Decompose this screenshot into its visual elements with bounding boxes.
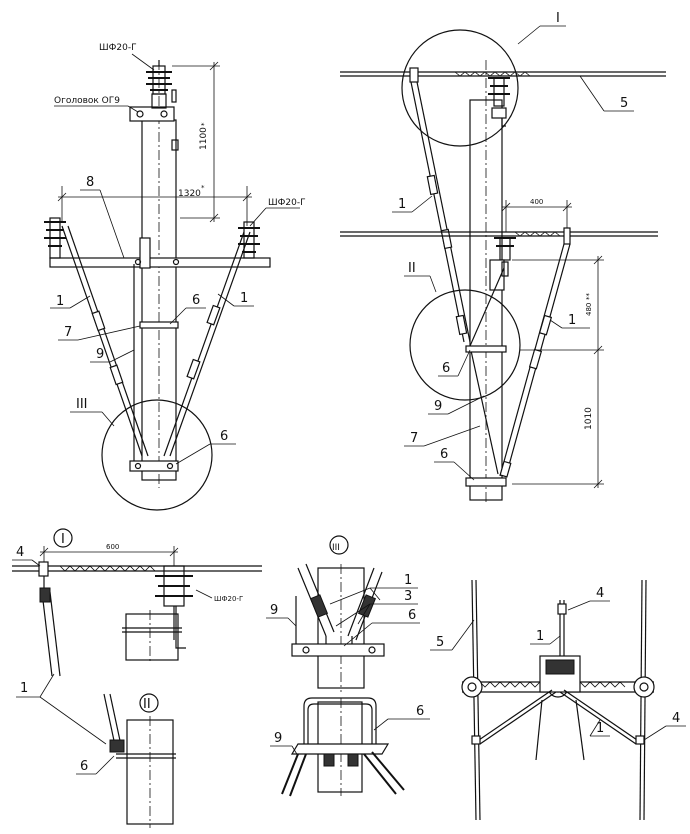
label-8: 8 — [86, 175, 94, 190]
dim-1320-mark: * — [201, 184, 205, 192]
label-6-side-lower: 6 — [440, 447, 448, 462]
label-4-plan-bottom: 4 — [672, 711, 680, 726]
label-1-left: 1 — [56, 294, 64, 309]
label-6-side-upper: 6 — [442, 361, 450, 376]
label-9: 9 — [96, 347, 104, 362]
pole-clamp-lower — [129, 460, 179, 472]
label-1-plan-top: 1 — [536, 629, 544, 644]
side-top-insulator — [488, 77, 510, 127]
label-1-detail: 1 — [20, 681, 28, 696]
detail-iii-marker — [329, 535, 349, 555]
side-strut-right — [499, 243, 571, 478]
label-1-side-left: 1 — [398, 197, 406, 212]
detail-i-clamp — [38, 561, 49, 577]
dim-1100: 1100 — [199, 127, 209, 150]
clamp-iso-view: 6 9 — [270, 697, 430, 797]
pole-clamp-upper — [139, 321, 179, 329]
dim-600: 600 — [106, 543, 119, 551]
top-insulator — [146, 60, 172, 109]
label-9-side: 9 — [434, 399, 442, 414]
dim-480: 480 — [585, 303, 593, 316]
label-4-plan-top: 4 — [596, 586, 604, 601]
detail-i: I 600 4 ШФ20-Г — [12, 528, 262, 677]
side-strut-left — [410, 81, 471, 343]
label-7: 7 — [64, 325, 72, 340]
label-9-detail-iii: 9 — [270, 603, 278, 618]
plan-view: 4 1 5 1 4 — [430, 579, 686, 821]
front-view: 1100 * 1320 * ШФ20-Г Оголовок ОГ9 ШФ20-Г… — [44, 43, 306, 511]
label-insulator-top: ШФ20-Г — [99, 43, 137, 53]
detail-circle-i — [401, 29, 519, 147]
dim-1010: 1010 — [584, 407, 594, 430]
detail-circle-iii — [101, 399, 213, 511]
label-1-plan-bottom: 1 — [596, 721, 604, 736]
label-i-side: I — [556, 11, 560, 26]
label-9-iso: 9 — [274, 731, 282, 746]
detail-ii-marker-text: II — [143, 697, 151, 712]
label-6-iso: 6 — [416, 704, 424, 719]
label-1-detail-iii: 1 — [404, 573, 412, 588]
label-6-lower: 6 — [220, 429, 228, 444]
label-6-upper: 6 — [192, 293, 200, 308]
label-insulator-detail: ШФ20-Г — [214, 595, 243, 603]
label-7-side: 7 — [410, 431, 418, 446]
label-iii: III — [76, 397, 88, 412]
detail-i-insulator — [155, 565, 193, 649]
label-1-side-right: 1 — [568, 313, 576, 328]
side-middle-insulator — [489, 237, 516, 291]
label-6-detail-iii: 6 — [408, 608, 416, 623]
side-view: 400 480 ** 1010 I 5 1 1 II 6 9 7 6 — [340, 11, 666, 505]
side-ground-wire — [469, 267, 505, 475]
dim-1320: 1320 — [178, 189, 201, 199]
crossarm — [49, 257, 271, 268]
label-6-detail-ii: 6 — [80, 759, 88, 774]
label-4-detail-i: 4 — [16, 545, 24, 560]
left-insulator — [44, 217, 66, 259]
detail-i-marker — [53, 528, 73, 548]
label-insulator-right: ШФ20-Г — [268, 198, 306, 208]
strut-left — [61, 225, 149, 457]
side-clamp-lower — [465, 477, 507, 487]
side-clamp-upper — [465, 345, 507, 353]
detail-iii-marker-text: III — [332, 543, 340, 553]
detail-iii: III 1 3 6 9 — [266, 535, 420, 692]
label-5: 5 — [620, 96, 628, 111]
detail-circle-ii — [409, 289, 521, 401]
label-cap: Оголовок ОГ9 — [54, 96, 120, 106]
dim-1100-mark: * — [200, 122, 208, 126]
label-3: 3 — [404, 589, 412, 604]
dim-400: 400 — [530, 198, 543, 206]
strut-right — [163, 231, 251, 457]
label-5-plan: 5 — [436, 635, 444, 650]
label-1-right: 1 — [240, 291, 248, 306]
dim-480-mark: ** — [585, 293, 593, 301]
detail-ii: II 6 — [76, 693, 176, 828]
detail-ii-marker — [139, 693, 159, 713]
detail-i-marker-text: I — [61, 532, 65, 547]
label-ii-side: II — [408, 261, 416, 276]
